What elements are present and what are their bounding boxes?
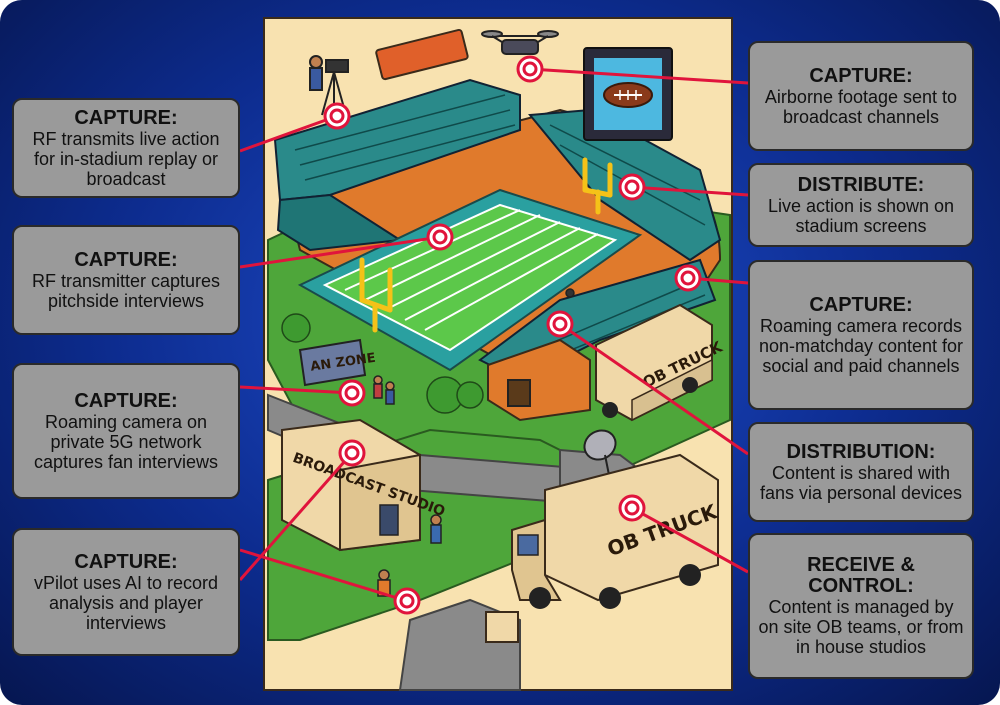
broadcast-studio: BROADCAST STUDIO	[281, 418, 447, 552]
target-marker	[546, 310, 574, 338]
target-marker	[516, 55, 544, 83]
target-marker	[618, 173, 646, 201]
callout-right-5: RECEIVE & CONTROL: Content is managed by…	[748, 533, 974, 679]
callout-right-2: DISTRIBUTE: Live action is shown on stad…	[748, 163, 974, 247]
goalpost-left	[359, 257, 393, 333]
ob-truck-large: OB TRUCK	[511, 453, 721, 609]
pitch-lines	[344, 209, 599, 331]
callout-title: CAPTURE:	[809, 64, 913, 87]
stadium-screen	[583, 47, 673, 141]
callout-right-4: DISTRIBUTION: Content is shared with fan…	[748, 422, 974, 522]
tunnel-building	[487, 338, 591, 422]
callout-title: DISTRIBUTE:	[797, 173, 925, 196]
callout-title: RECEIVE & CONTROL:	[807, 554, 915, 597]
callout-title: CAPTURE:	[74, 106, 178, 129]
callout-title: CAPTURE:	[74, 550, 178, 573]
callout-title: DISTRIBUTION:	[786, 440, 936, 463]
target-marker	[426, 223, 454, 251]
callout-desc: RF transmitter captures pitchside interv…	[31, 270, 221, 311]
target-marker	[618, 494, 646, 522]
tripod-camera-operator	[309, 55, 349, 116]
callout-left-2: CAPTURE: RF transmitter captures pitchsi…	[12, 225, 240, 335]
goalpost-right	[582, 157, 613, 215]
target-marker	[674, 264, 702, 292]
callout-desc: Content is shared with fans via personal…	[759, 462, 963, 503]
ob-truck-small: OB TRUCK	[595, 303, 726, 422]
callout-desc: RF transmits live action for in-stadium …	[32, 128, 220, 189]
callout-left-4: CAPTURE: vPilot uses AI to record analys…	[12, 528, 240, 656]
target-marker	[338, 379, 366, 407]
target-marker	[393, 587, 421, 615]
drone	[481, 30, 559, 55]
stand-left	[276, 193, 403, 252]
target-marker	[338, 439, 366, 467]
callout-title: CAPTURE:	[809, 293, 913, 316]
callout-right-3: CAPTURE: Roaming camera records non-matc…	[748, 260, 974, 410]
callout-title: CAPTURE:	[74, 248, 178, 271]
roof-bar	[375, 28, 469, 81]
callout-desc: Content is managed by on site OB teams, …	[758, 597, 964, 657]
target-marker	[323, 102, 351, 130]
callout-desc: Roaming camera records non-matchday cont…	[758, 315, 964, 376]
callout-right-1: CAPTURE: Airborne footage sent to broadc…	[748, 41, 974, 151]
callout-desc: vPilot uses AI to record analysis and pl…	[33, 572, 219, 633]
connector-lines	[238, 67, 749, 603]
gate	[485, 611, 519, 643]
callout-desc: Airborne footage sent to broadcast chann…	[764, 86, 958, 127]
target-markers	[323, 55, 702, 615]
bushes	[281, 313, 484, 414]
people	[373, 288, 575, 597]
callout-left-1: CAPTURE: RF transmits live action for in…	[12, 98, 240, 198]
callout-desc: Live action is shown on stadium screens	[767, 195, 955, 236]
fan-zone-sign: AN ZONE	[298, 338, 377, 387]
callout-desc: Roaming camera on private 5G network cap…	[33, 411, 219, 472]
callout-left-3: CAPTURE: Roaming camera on private 5G ne…	[12, 363, 240, 499]
callout-title: CAPTURE:	[74, 389, 178, 412]
